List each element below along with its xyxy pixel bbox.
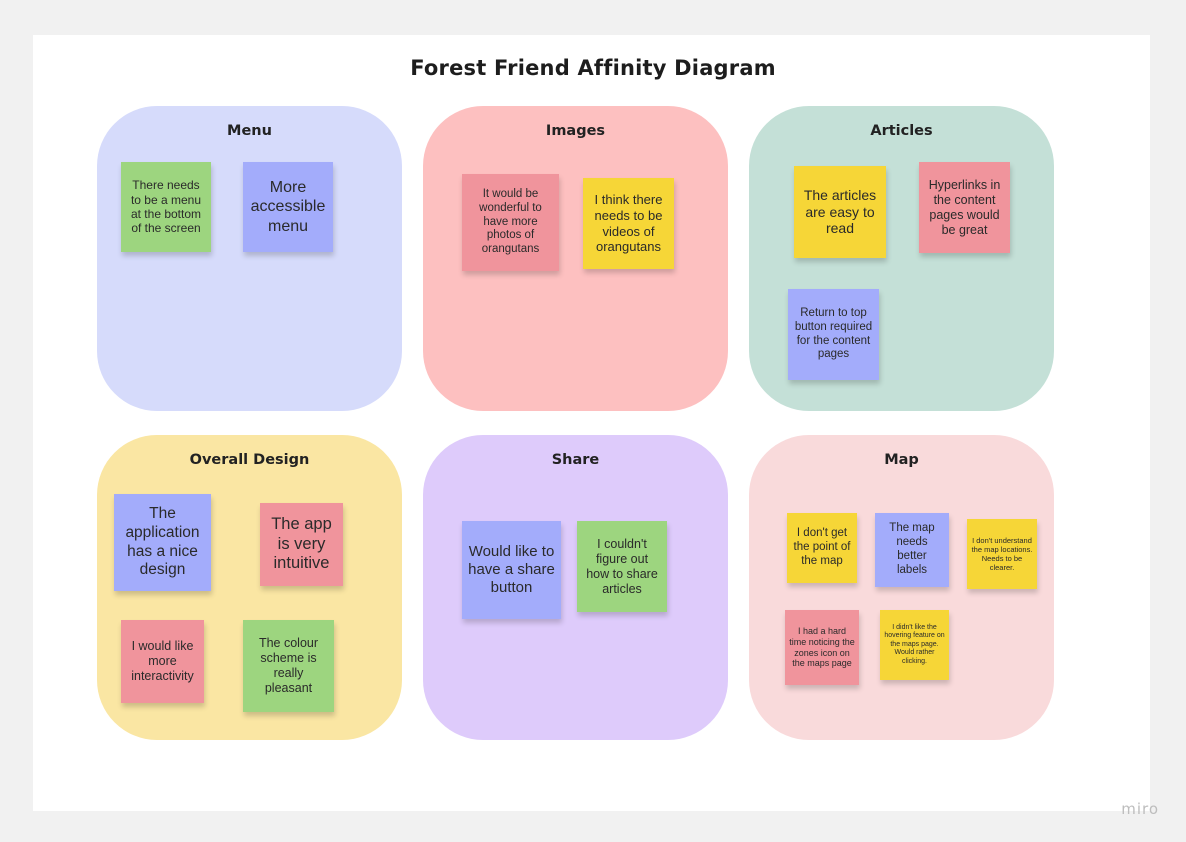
sticky-note[interactable]: The application has a nice design (114, 494, 211, 591)
sticky-note[interactable]: I don't get the point of the map (787, 513, 857, 583)
sticky-note[interactable]: I think there needs to be videos of oran… (583, 178, 674, 269)
diagram-title: Forest Friend Affinity Diagram (410, 56, 776, 80)
sticky-note[interactable]: More accessible menu (243, 162, 333, 252)
miro-logo: miro (1121, 800, 1159, 818)
cluster-title-images: Images (545, 123, 606, 139)
sticky-note[interactable]: The app is very intuitive (260, 503, 343, 586)
sticky-note[interactable]: I couldn't figure out how to share artic… (577, 521, 667, 612)
sticky-note[interactable]: Return to top button required for the co… (788, 289, 879, 380)
cluster-title-map: Map (884, 452, 919, 468)
sticky-note[interactable]: It would be wonderful to have more photo… (462, 174, 559, 271)
sticky-note[interactable]: The articles are easy to read (794, 166, 886, 258)
cluster-title-share: Share (551, 452, 600, 468)
cluster-title-overall-design: Overall Design (189, 452, 310, 468)
cluster-title-articles: Articles (870, 123, 933, 139)
sticky-note[interactable]: The map needs better labels (875, 513, 949, 587)
sticky-note[interactable]: I don't understand the map locations. Ne… (967, 519, 1037, 589)
sticky-note[interactable]: There needs to be a menu at the bottom o… (121, 162, 211, 252)
sticky-note[interactable]: I didn't like the hovering feature on th… (880, 610, 949, 680)
cluster-title-menu: Menu (227, 123, 272, 139)
sticky-note[interactable]: Would like to have a share button (462, 521, 561, 619)
sticky-note[interactable]: I would like more interactivity (121, 620, 204, 703)
sticky-note[interactable]: Hyperlinks in the content pages would be… (919, 162, 1010, 253)
cluster-menu[interactable]: Menu (97, 106, 402, 411)
sticky-note[interactable]: I had a hard time noticing the zones ico… (785, 610, 859, 685)
sticky-note[interactable]: The colour scheme is really pleasant (243, 620, 334, 712)
